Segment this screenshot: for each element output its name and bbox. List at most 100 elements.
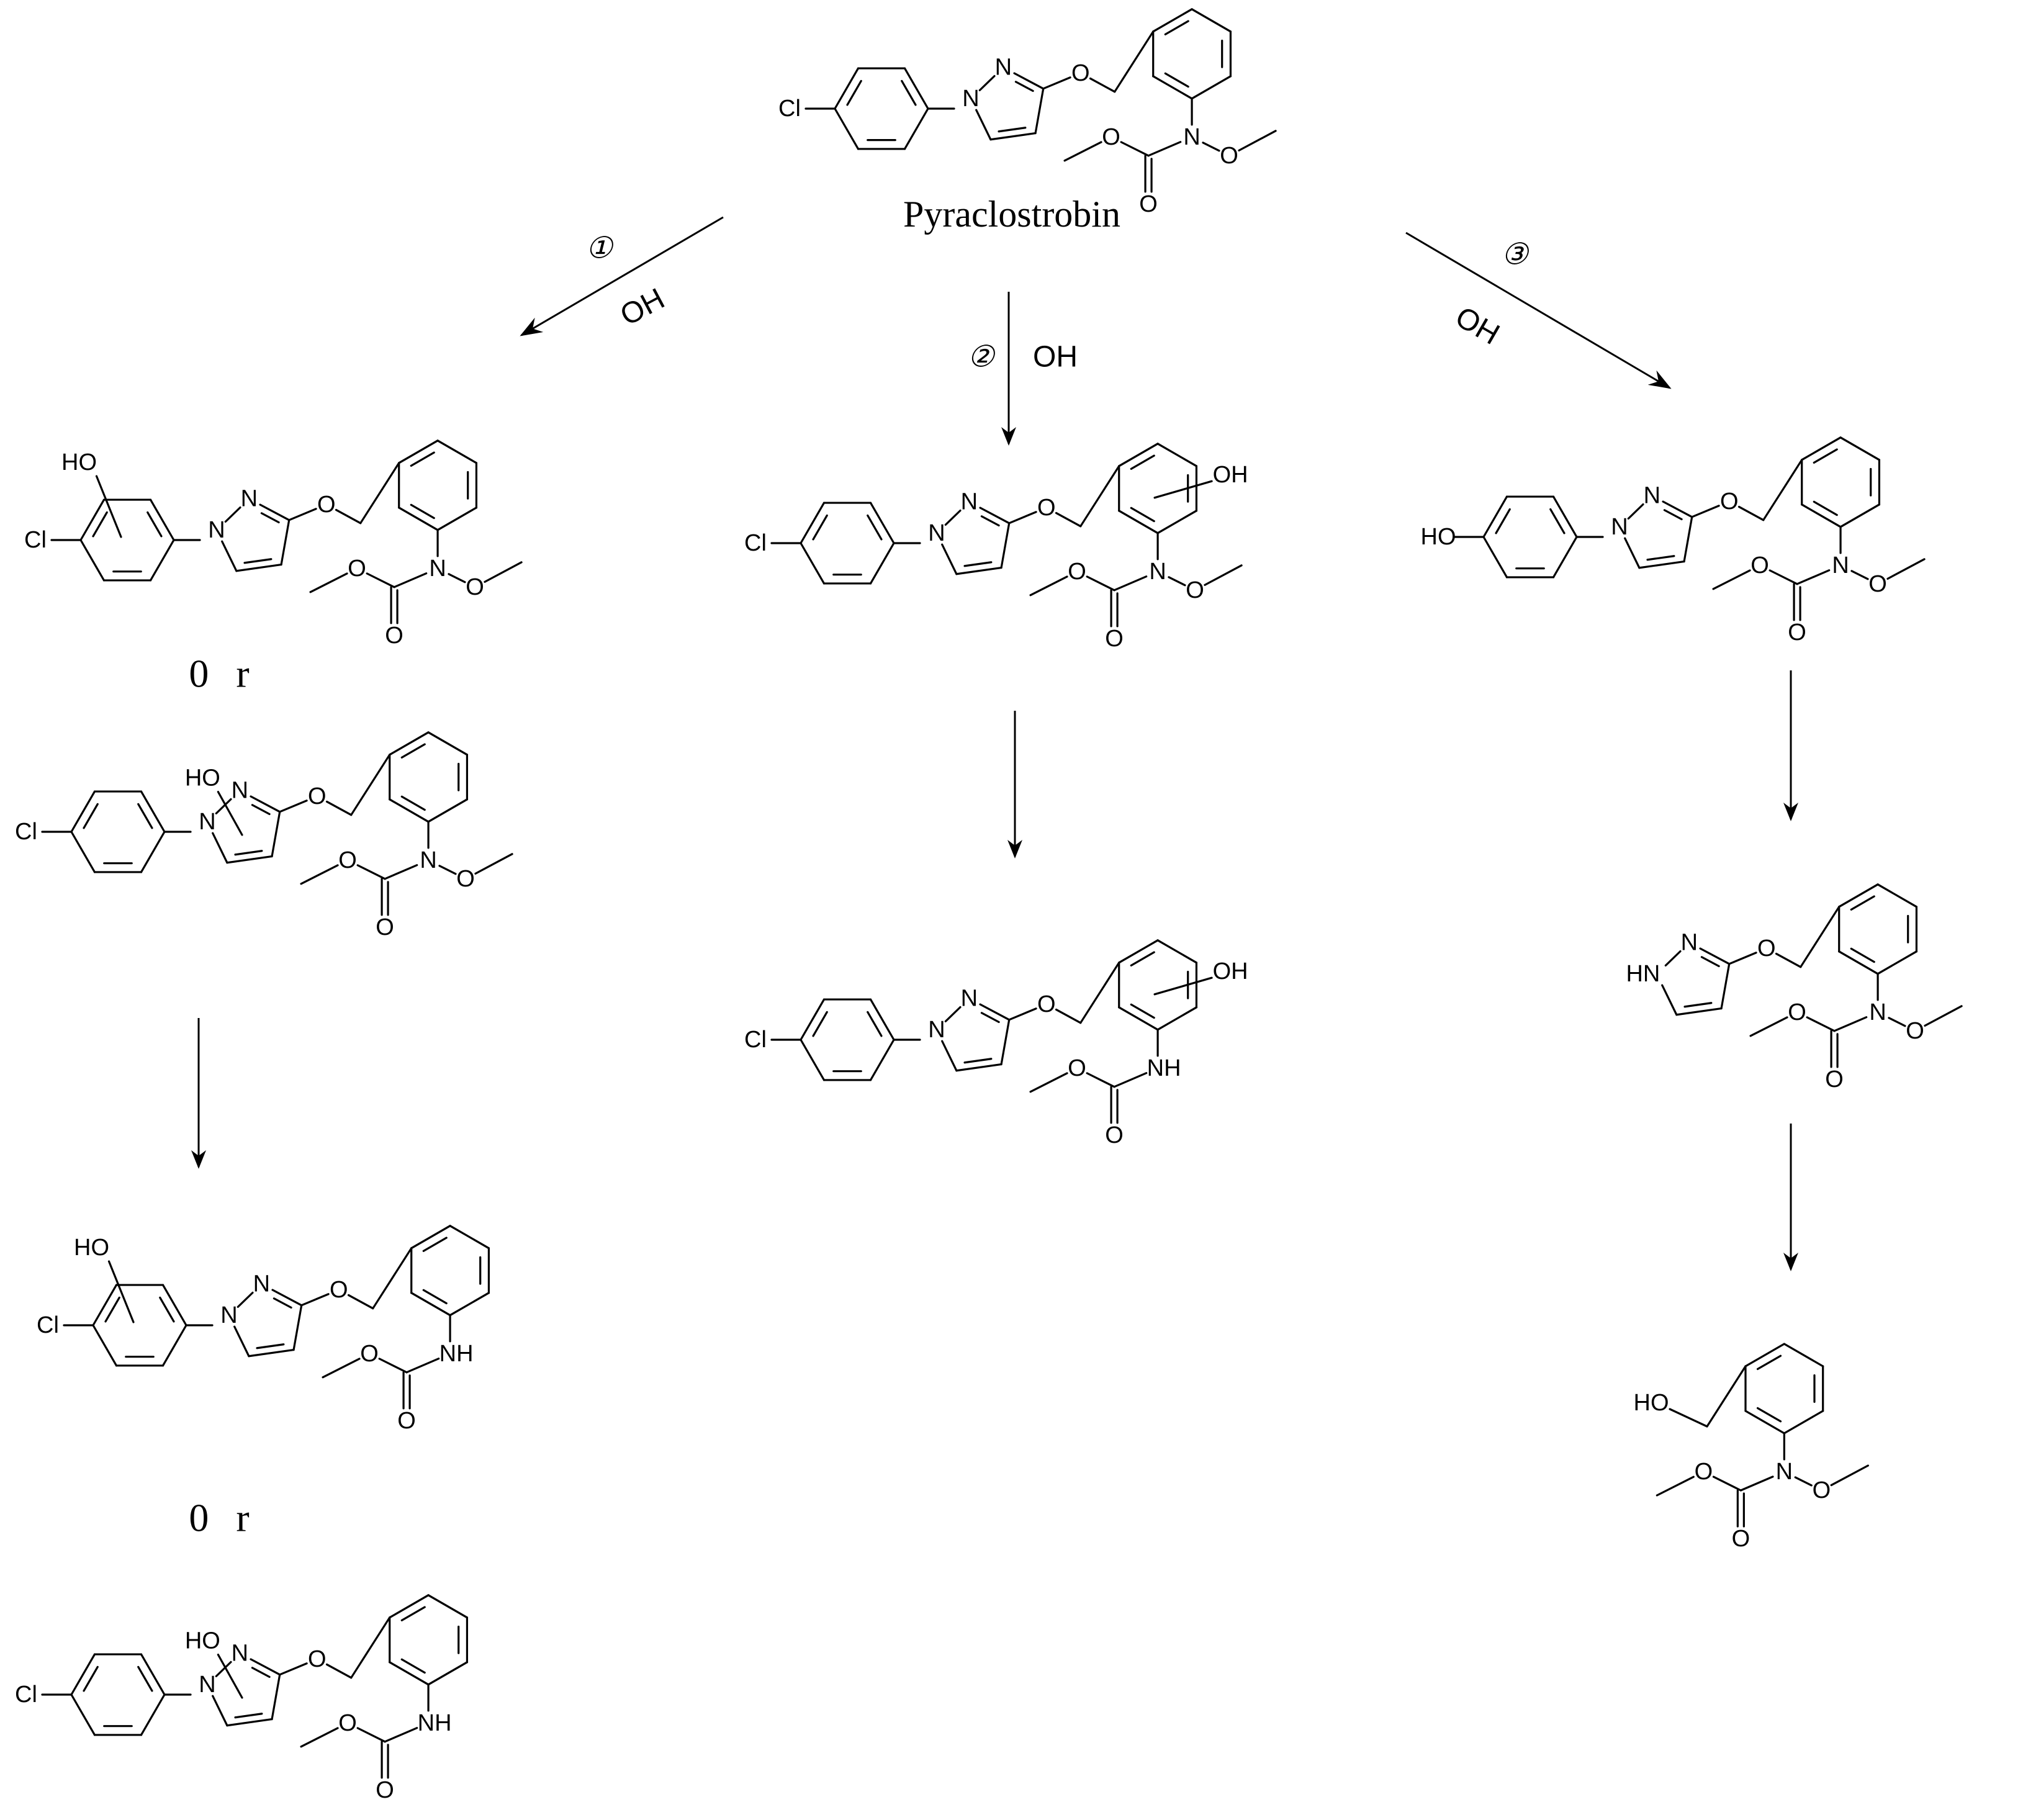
bond <box>422 1289 448 1305</box>
nitrogen-label: N <box>208 517 225 543</box>
oxygen-label: O <box>1750 552 1769 579</box>
bond <box>980 515 1000 527</box>
bond <box>322 1358 361 1379</box>
bond <box>1063 141 1102 162</box>
nitrogen-label: N <box>1681 930 1698 956</box>
bond <box>384 864 418 880</box>
bond <box>1794 1476 1813 1487</box>
bond <box>436 439 478 464</box>
bond <box>389 1661 430 1686</box>
oxygen-label: O <box>466 574 484 600</box>
bond <box>955 1063 1002 1072</box>
bond <box>389 1594 430 1619</box>
oxygen-label: O <box>330 1277 348 1303</box>
bond <box>869 542 895 585</box>
step-label-3: ③ <box>1501 238 1530 271</box>
oxygen-label: O <box>1037 495 1056 521</box>
reagent-label-1: OH <box>615 282 670 333</box>
bond <box>1153 480 1213 499</box>
bond <box>212 1695 228 1727</box>
bond <box>271 1674 281 1721</box>
bond <box>1079 465 1120 528</box>
bond <box>800 998 826 1041</box>
nitrogen-label: N <box>928 1017 945 1043</box>
bond <box>1627 503 1644 520</box>
bond <box>1118 443 1159 467</box>
nitrogen-label: N <box>232 1641 248 1667</box>
oxygen-label: O <box>376 914 394 940</box>
bond <box>384 1727 418 1743</box>
bond <box>800 502 826 544</box>
bond <box>400 1606 426 1621</box>
nitrogen-label: N <box>1611 514 1628 540</box>
bond <box>427 798 469 823</box>
bond <box>979 507 1011 525</box>
bond <box>449 1292 490 1317</box>
bond <box>1638 560 1685 569</box>
bond <box>256 1343 285 1349</box>
oxygen-label: O <box>1757 935 1776 962</box>
bond <box>234 850 263 856</box>
bond <box>1813 500 1838 516</box>
bond <box>92 1324 118 1367</box>
bond <box>1801 436 1842 461</box>
bond <box>1482 536 1508 579</box>
oxygen-label: O <box>1813 1477 1831 1503</box>
bond <box>1624 537 1641 569</box>
bond <box>1482 495 1508 538</box>
oxygen-label: O <box>338 1710 357 1736</box>
bond <box>149 539 175 582</box>
bond <box>70 831 96 873</box>
nitrogen-label: N <box>962 86 979 112</box>
bond <box>405 1358 440 1374</box>
bond <box>1661 984 1678 1016</box>
chlorine-label: Cl <box>15 1682 37 1708</box>
oxygen-label: O <box>397 1408 416 1434</box>
bond <box>1656 1475 1695 1497</box>
bond <box>1156 443 1198 467</box>
bond <box>410 503 435 520</box>
bond <box>356 1727 386 1743</box>
bond <box>1664 950 1682 966</box>
bond <box>1000 522 1011 569</box>
arrow-pathway-1 <box>520 216 724 336</box>
oxygen-label: O <box>1105 1122 1124 1148</box>
bond <box>812 514 828 541</box>
bond <box>140 790 166 833</box>
oxygen-label: O <box>1068 559 1086 585</box>
bond <box>92 511 108 538</box>
bond <box>963 561 993 567</box>
bond <box>259 503 291 521</box>
bond <box>1833 1016 1868 1032</box>
nitrogen-label: N <box>1149 559 1166 585</box>
bond <box>217 791 243 836</box>
bond <box>235 563 282 572</box>
bond <box>300 1727 339 1748</box>
bond <box>1699 947 1731 965</box>
bond <box>1720 963 1731 1010</box>
bond <box>1495 508 1511 534</box>
bond <box>1204 564 1243 586</box>
bond <box>1924 1005 1963 1027</box>
bond <box>347 1294 374 1310</box>
bond <box>233 1325 250 1358</box>
nitrogen-label: N <box>995 55 1012 81</box>
bond <box>1662 500 1693 518</box>
bond <box>280 519 291 566</box>
bond <box>963 1058 993 1064</box>
bond <box>226 855 273 864</box>
hydroxy-label: OH <box>1213 462 1248 488</box>
bond <box>1042 76 1071 90</box>
bond <box>978 74 996 91</box>
bond <box>149 498 175 541</box>
bond <box>980 1012 1000 1024</box>
bond <box>137 1665 153 1692</box>
bond <box>1712 1475 1742 1492</box>
bond <box>389 798 430 823</box>
reaction-arrows <box>191 216 1798 1271</box>
chlorine-label: Cl <box>24 527 47 553</box>
bond <box>955 566 1002 575</box>
nitrogen-label: N <box>220 1302 237 1328</box>
